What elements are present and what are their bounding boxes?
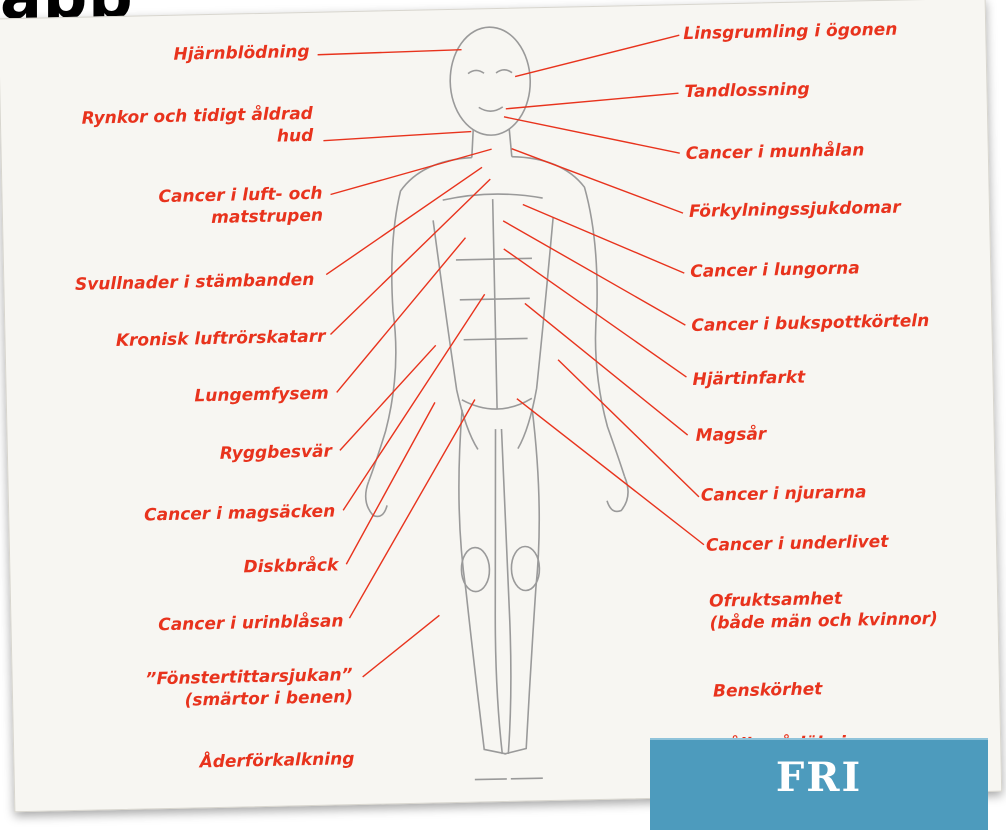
label-ofruktsamhet: Ofruktsamhet(både män och kvinnor) [709, 585, 1000, 635]
fri-label: FRI [650, 754, 988, 801]
label-fonstertittarsjukan: ”Fönstertittarsjukan”(smärtor i benen) [52, 664, 353, 714]
pointer-lines-left [318, 49, 503, 677]
body-outline [356, 24, 634, 781]
pointer-lines-right [499, 35, 704, 549]
fri-banner: FRI [650, 738, 988, 830]
